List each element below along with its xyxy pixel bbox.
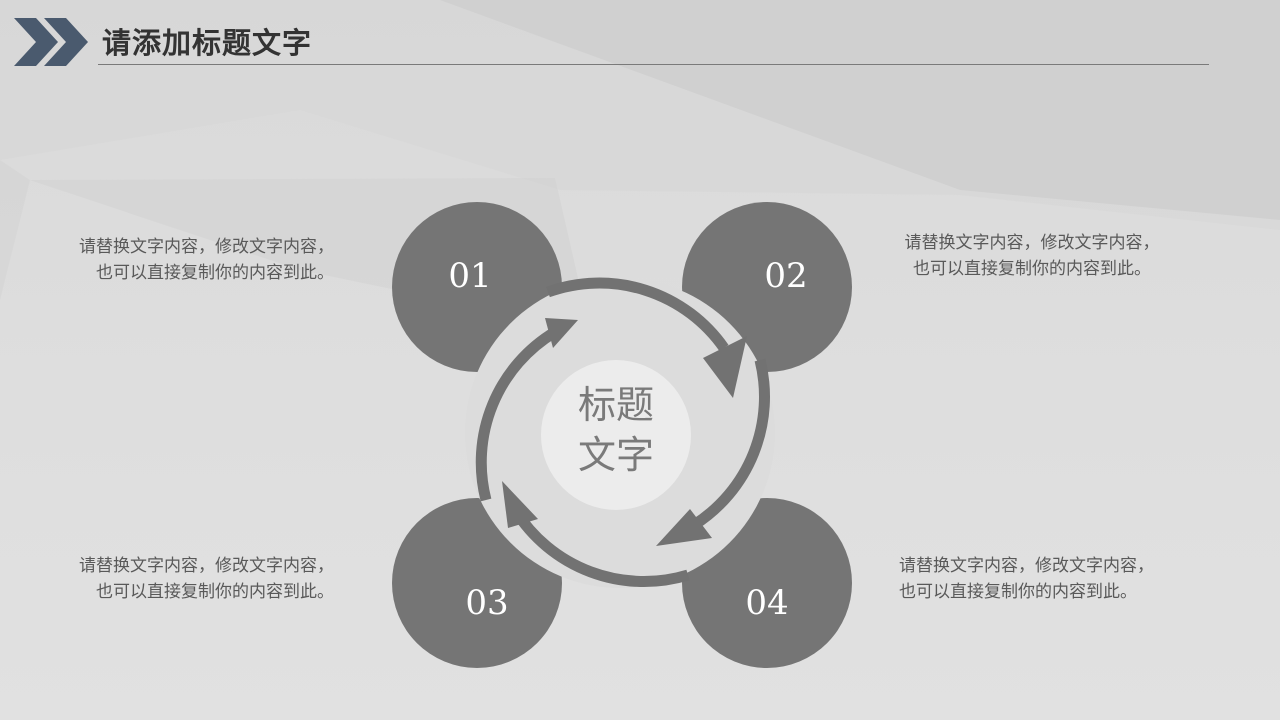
cycle-arrow-icon <box>475 327 558 502</box>
arrowhead-right <box>656 509 712 546</box>
cycle-arrow-icon <box>510 507 690 587</box>
chevron-right-icon <box>14 18 88 66</box>
center-title-line1: 标题 <box>577 383 654 427</box>
arrowhead-bottom <box>502 481 538 528</box>
description-line: 请替换文字内容，修改文字内容， <box>79 556 334 576</box>
description-line: 请替换文字内容，修改文字内容， <box>904 233 1160 253</box>
description-line: 也可以直接复制你的内容到此。 <box>96 263 334 283</box>
description-01: 请替换文字内容，修改文字内容， 也可以直接复制你的内容到此。 <box>62 234 334 286</box>
description-04: 请替换文字内容，修改文字内容， 也可以直接复制你的内容到此。 <box>899 553 1171 605</box>
description-03: 请替换文字内容，修改文字内容， 也可以直接复制你的内容到此。 <box>62 553 334 605</box>
description-line: 请替换文字内容，修改文字内容， <box>79 237 334 257</box>
description-line: 请替换文字内容，修改文字内容， <box>899 556 1154 576</box>
page-title: 请添加标题文字 <box>102 26 313 60</box>
description-02: 请替换文字内容，修改文字内容， 也可以直接复制你的内容到此。 <box>896 230 1168 282</box>
description-line: 也可以直接复制你的内容到此。 <box>96 582 334 602</box>
center-title-line2: 文字 <box>577 433 654 477</box>
arrowhead-top-right <box>703 336 747 398</box>
header-divider <box>98 64 1209 65</box>
item-number-03: 03 <box>465 583 509 623</box>
cycle-arrow-icon <box>691 358 770 530</box>
description-line: 也可以直接复制你的内容到此。 <box>899 582 1137 602</box>
item-number-01: 01 <box>448 256 492 296</box>
arrowhead-left <box>545 318 578 348</box>
cycle-arrow-icon <box>546 277 729 352</box>
center-title: 标题 文字 <box>556 380 676 480</box>
description-line: 也可以直接复制你的内容到此。 <box>913 259 1151 279</box>
item-number-04: 04 <box>745 583 789 623</box>
center-circle <box>541 360 691 510</box>
item-number-02: 02 <box>764 256 808 296</box>
